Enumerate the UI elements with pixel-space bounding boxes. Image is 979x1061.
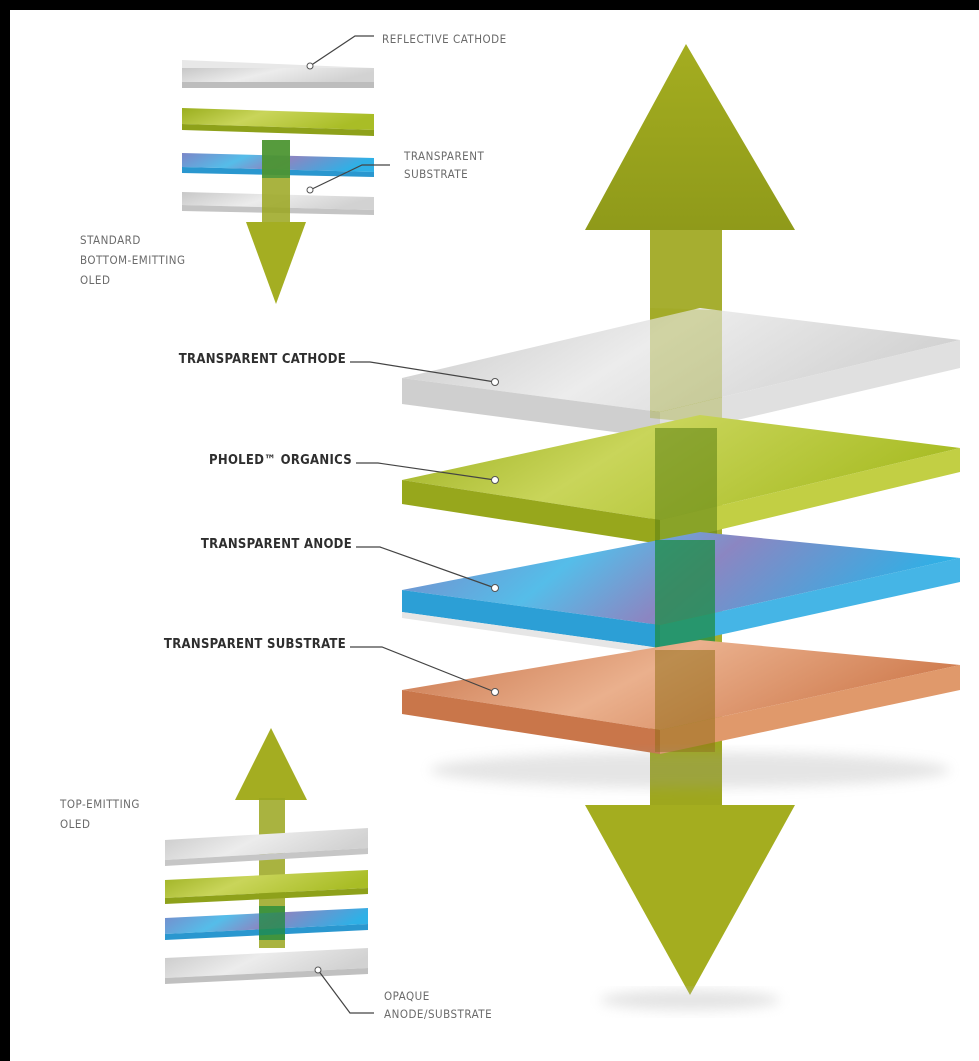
label-reflective-cathode: REFLECTIVE CATHODE [382, 32, 507, 46]
bottom-emitting-stack [182, 60, 374, 304]
label-opaque-line1: OPAQUE [384, 989, 430, 1003]
label-opaque-line2: ANODE/SUBSTRATE [384, 1007, 493, 1021]
leader-dots [306, 62, 499, 974]
label-transparent-anode: TRANSPARENT ANODE [200, 537, 352, 552]
main-oled-stack [402, 44, 960, 1010]
label-transparent-substrate: TRANSPARENT SUBSTRATE [163, 637, 346, 652]
oled-stack-diagram [165, 35, 960, 1014]
label-bottom-emitting-line1: STANDARD [80, 233, 141, 247]
label-bottom-emitting-line3: OLED [80, 273, 111, 287]
label-top-emitting-line1: TOP-EMITTING [60, 797, 140, 811]
label-bottom-emitting-line2: BOTTOM-EMITTING [80, 253, 186, 267]
label-transparent-substrate-small-line2: SUBSTRATE [404, 167, 469, 181]
label-transparent-substrate-small-line1: TRANSPARENT [404, 149, 485, 163]
label-pholed-organics: PHOLED™ ORGANICS [208, 453, 352, 468]
oled-diagram-canvas: REFLECTIVE CATHODE TRANSPARENT SUBSTRATE… [10, 10, 979, 1061]
top-emitting-stack [165, 728, 368, 984]
leader-lines [309, 35, 496, 1014]
label-top-emitting-line2: OLED [60, 817, 91, 831]
label-transparent-cathode: TRANSPARENT CATHODE [178, 352, 346, 367]
